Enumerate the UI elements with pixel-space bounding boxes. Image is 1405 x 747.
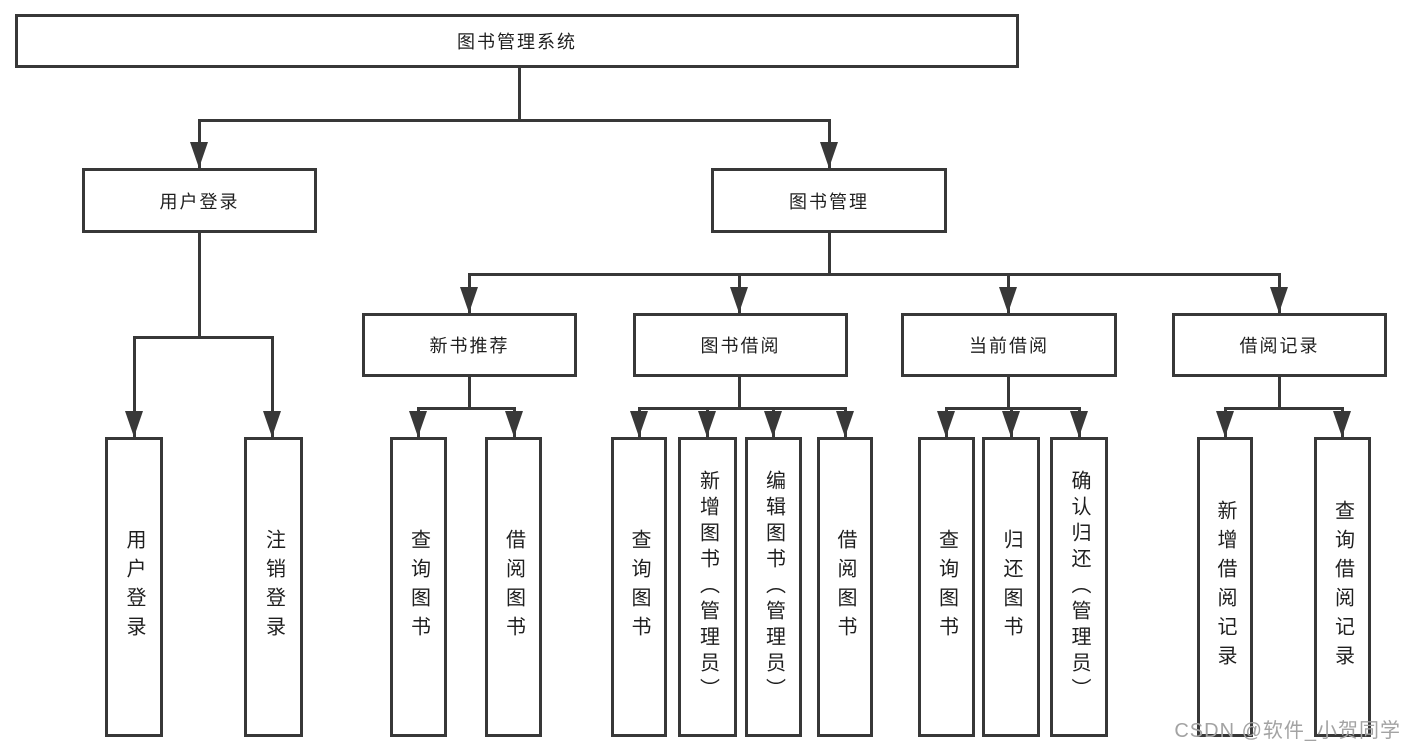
node-new-book-recommendation: 新书推荐 <box>362 313 577 377</box>
arrow-down-icon <box>730 287 748 313</box>
arrow-down-icon <box>460 287 478 313</box>
node-current-borrowing: 当前借阅 <box>901 313 1117 377</box>
arrow-down-icon <box>1270 287 1288 313</box>
arrow-down-icon <box>263 411 281 437</box>
connector-line <box>1278 377 1281 410</box>
node-borrowing-records: 借阅记录 <box>1172 313 1387 377</box>
connector-line <box>638 407 847 410</box>
arrow-down-icon <box>1333 411 1351 437</box>
arrow-down-icon <box>409 411 427 437</box>
leaf-add-books-admin: 新增图书（管理员） <box>678 437 737 737</box>
arrow-down-icon <box>1002 411 1020 437</box>
connector-line <box>417 407 516 410</box>
leaf-edit-books-admin: 编辑图书（管理员） <box>745 437 802 737</box>
connector-line <box>198 119 831 122</box>
node-user-login-branch: 用户登录 <box>82 168 317 233</box>
leaf-query-books-current: 查询图书 <box>918 437 975 737</box>
arrow-down-icon <box>190 142 208 168</box>
leaf-query-books-borrowing: 查询图书 <box>611 437 667 737</box>
connector-line <box>1224 407 1344 410</box>
leaf-query-books-recommend: 查询图书 <box>390 437 447 737</box>
leaf-logout: 注销登录 <box>244 437 303 737</box>
arrow-down-icon <box>1070 411 1088 437</box>
connector-line <box>271 336 274 437</box>
arrow-down-icon <box>1216 411 1234 437</box>
connector-line <box>945 407 1081 410</box>
connector-line <box>518 68 521 122</box>
node-library-management-system: 图书管理系统 <box>15 14 1019 68</box>
leaf-confirm-return-admin: 确认归还（管理员） <box>1050 437 1108 737</box>
leaf-borrow-books-recommend: 借阅图书 <box>485 437 542 737</box>
arrow-down-icon <box>820 142 838 168</box>
arrow-down-icon <box>698 411 716 437</box>
connector-line <box>1007 377 1010 410</box>
connector-line <box>133 336 136 437</box>
arrow-down-icon <box>764 411 782 437</box>
node-book-borrowing: 图书借阅 <box>633 313 848 377</box>
connector-line <box>198 233 201 339</box>
leaf-user-login: 用户登录 <box>105 437 163 737</box>
arrow-down-icon <box>125 411 143 437</box>
arrow-down-icon <box>630 411 648 437</box>
leaf-add-borrow-record: 新增借阅记录 <box>1197 437 1253 737</box>
arrow-down-icon <box>999 287 1017 313</box>
csdn-watermark: CSDN @软件_小贺同学 <box>1174 720 1401 742</box>
connector-line <box>738 377 741 410</box>
connector-line <box>468 273 1281 276</box>
arrow-down-icon <box>937 411 955 437</box>
arrow-down-icon <box>836 411 854 437</box>
leaf-query-borrow-record: 查询借阅记录 <box>1314 437 1371 737</box>
leaf-borrow-books: 借阅图书 <box>817 437 873 737</box>
arrow-down-icon <box>505 411 523 437</box>
node-book-management: 图书管理 <box>711 168 947 233</box>
connector-line <box>468 377 471 410</box>
connector-line <box>828 233 831 276</box>
leaf-return-books: 归还图书 <box>982 437 1040 737</box>
connector-line <box>133 336 274 339</box>
